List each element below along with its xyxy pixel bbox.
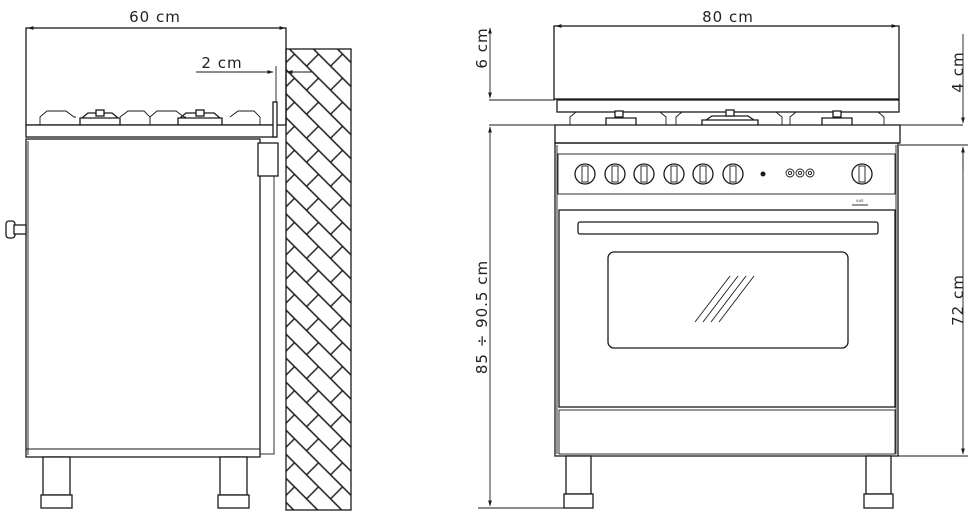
front-cooktop [554,124,901,144]
dim-label-front-width: 80 cm [702,8,754,26]
front-body [554,142,899,457]
oven-door[interactable] [558,209,896,408]
glass-reflection [694,275,755,323]
brand-logo: ILVE [856,199,863,203]
knob-icon[interactable] [633,163,655,185]
knob-icon[interactable] [692,163,714,185]
side-door-profile [257,142,279,177]
indicator-light-icon [760,171,766,177]
dim-label-side-width: 60 cm [129,8,181,26]
side-clearance-box [25,27,287,126]
front-clearance-box [553,25,900,100]
knob-icon[interactable] [722,163,744,185]
front-view: ILVE 80 cm 6 cm 4 cm [473,8,968,509]
dim-label-top-clearance: 6 cm [473,27,491,68]
side-feet [40,456,250,509]
oven-window [607,251,849,349]
side-body [25,138,261,458]
knob-icon[interactable] [851,163,873,185]
side-view: 60 cm 2 cm [5,8,352,511]
front-burners [569,109,885,125]
wall [285,48,352,511]
oven-handle[interactable] [577,221,879,235]
knob-icon[interactable] [574,163,596,185]
control-panel [557,153,896,195]
timer-buttons [785,168,815,178]
side-backguard [272,101,278,138]
storage-drawer[interactable] [558,409,896,455]
dim-label-body-height: 72 cm [949,274,967,326]
side-knob-icon [5,220,27,239]
dim-label-cooktop-thickness: 4 cm [949,51,967,92]
control-knobs [574,163,873,185]
side-cooktop [25,124,277,138]
knob-icon[interactable] [663,163,685,185]
side-door-edge [259,175,275,455]
side-burners [39,109,261,125]
knob-icon[interactable] [604,163,626,185]
dim-label-side-gap: 2 cm [201,54,242,72]
front-feet [563,455,894,509]
dim-label-total-height: 85 ÷ 90.5 cm [473,260,491,374]
